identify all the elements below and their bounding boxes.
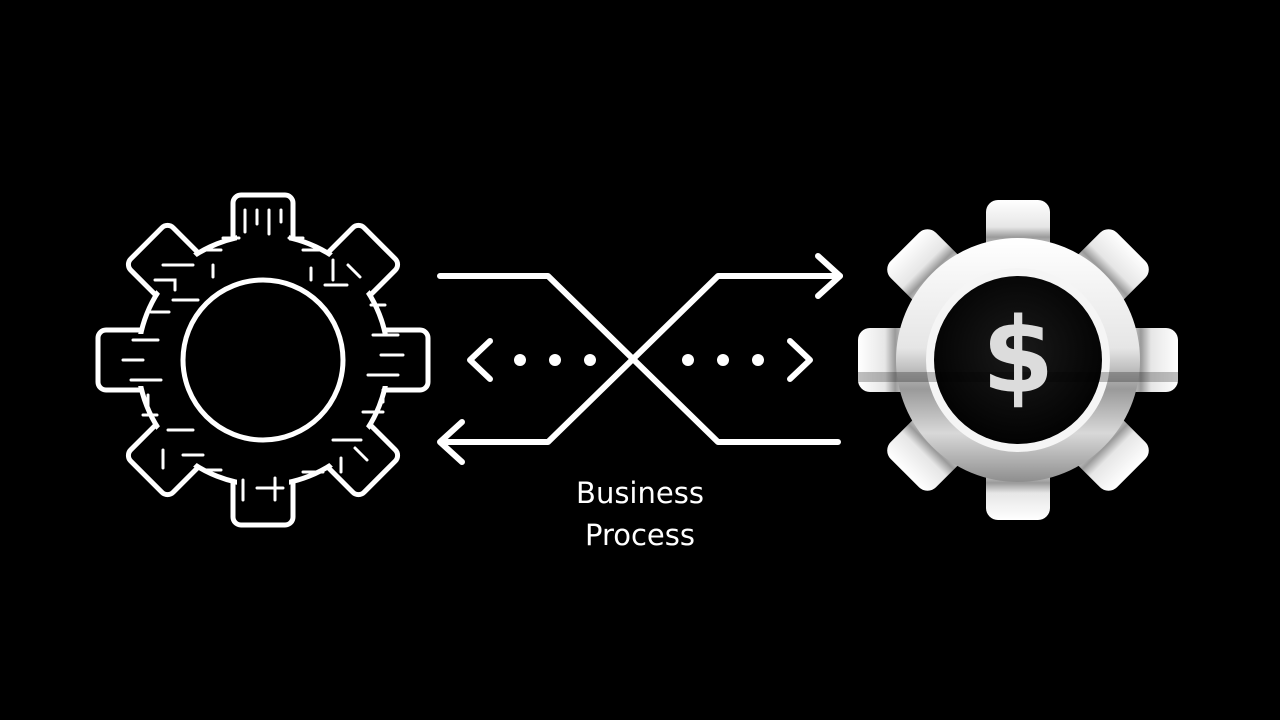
dotted-connector [514,354,764,366]
forward-arrow-head [815,253,843,299]
circuit-gear-icon [95,192,431,528]
forward-arrow-path [437,273,841,445]
return-arrow-head [437,419,465,465]
return-arrow-path [441,273,843,445]
dollar-symbol: $ [982,295,1054,417]
left-chevron [467,338,493,382]
dollar-gear-icon [858,200,1178,520]
caption-line-1: Business [576,476,704,510]
exchange-arrows-icon [437,253,843,465]
caption-line-2: Process [584,518,695,552]
diagram-caption: Business Process [540,472,740,556]
right-chevron [787,338,813,382]
